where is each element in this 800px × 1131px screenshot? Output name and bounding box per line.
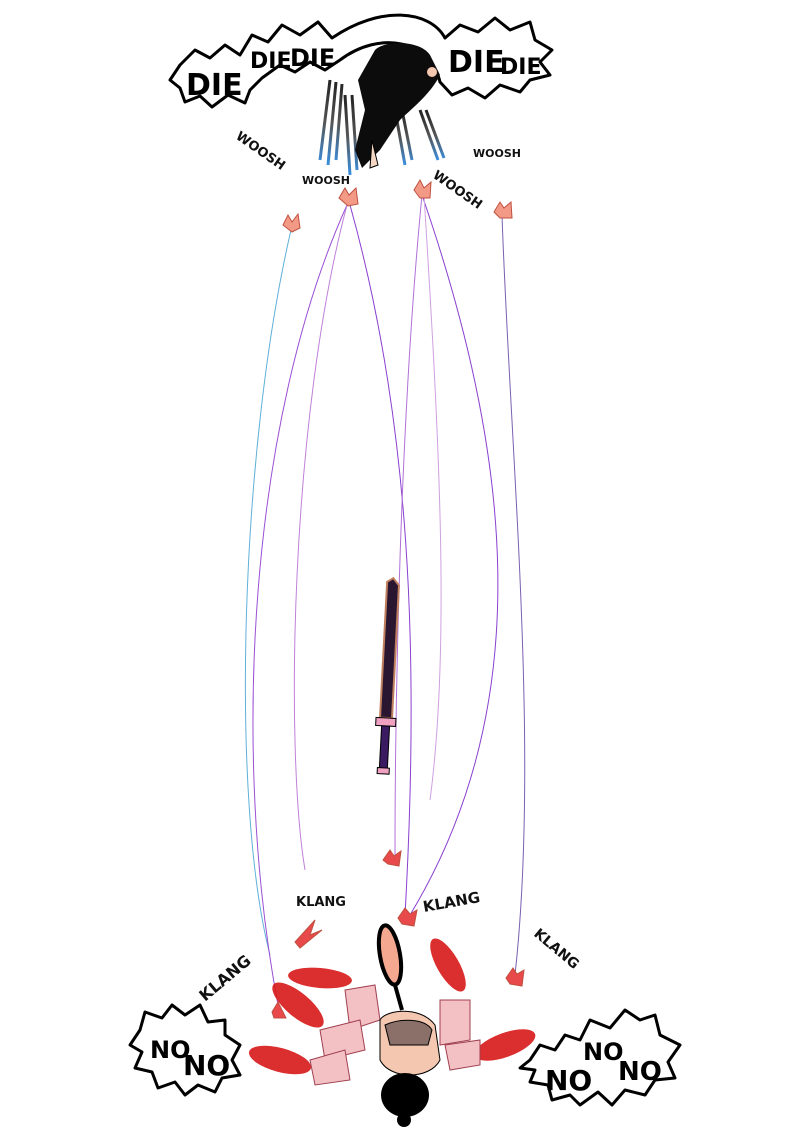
- sfx-whoosh: WOOSH: [302, 174, 350, 187]
- spark-icon: [338, 186, 359, 207]
- trail-line: [293, 204, 348, 871]
- spark-icon: [294, 919, 323, 949]
- spark-icon: [271, 1000, 287, 1019]
- sfx-klang: KLANG: [422, 888, 482, 916]
- sword: [375, 576, 400, 775]
- trail-line: [394, 194, 423, 856]
- attacker-figure: [318, 43, 446, 176]
- shout-word: NO: [150, 1036, 191, 1064]
- sfx-whoosh: WOOSH: [233, 129, 288, 174]
- sfx-whoosh: WOOSH: [430, 168, 485, 213]
- shout-word: DIE: [250, 49, 291, 74]
- shout-bubble-die: DIE DIE DIE DIE DIE: [168, 13, 554, 109]
- shout-bubble-no-right: NO NO NO: [518, 1008, 682, 1107]
- spark-icon: [505, 967, 525, 987]
- sfx-klang: KLANG: [195, 951, 254, 1005]
- spark-icon: [382, 849, 402, 867]
- red-scribbles: [248, 938, 536, 1075]
- shout-word: NO: [545, 1064, 592, 1097]
- sfx-klang: KLANG: [296, 895, 346, 910]
- trail-line: [423, 194, 442, 801]
- afterimage-limbs: [309, 984, 481, 1086]
- sfx-whoosh: WOOSH: [473, 147, 521, 160]
- spark-icon: [397, 907, 418, 927]
- shout-word: NO: [618, 1057, 662, 1087]
- trail-line: [252, 204, 348, 1006]
- trail-line: [501, 214, 526, 976]
- trail-line: [349, 204, 412, 916]
- spark-icon: [413, 178, 432, 199]
- shout-word: DIE: [448, 45, 505, 80]
- impact-sparks: [271, 178, 525, 1019]
- shout-word: DIE: [500, 55, 541, 80]
- shout-bubble-no-left: NO NO: [128, 1003, 242, 1097]
- shout-word: DIE: [186, 68, 243, 103]
- trail-line: [409, 194, 499, 916]
- trail-line: [244, 229, 292, 956]
- spark-icon: [493, 200, 513, 219]
- sfx-klang: KLANG: [530, 926, 582, 973]
- shout-word: DIE: [290, 44, 335, 72]
- spark-icon: [282, 212, 301, 233]
- shout-word: NO: [583, 1038, 624, 1066]
- defender-figure: [248, 923, 536, 1127]
- shout-word: NO: [183, 1049, 230, 1082]
- weapon-trails: [244, 194, 526, 1006]
- frying-pan: [376, 923, 404, 987]
